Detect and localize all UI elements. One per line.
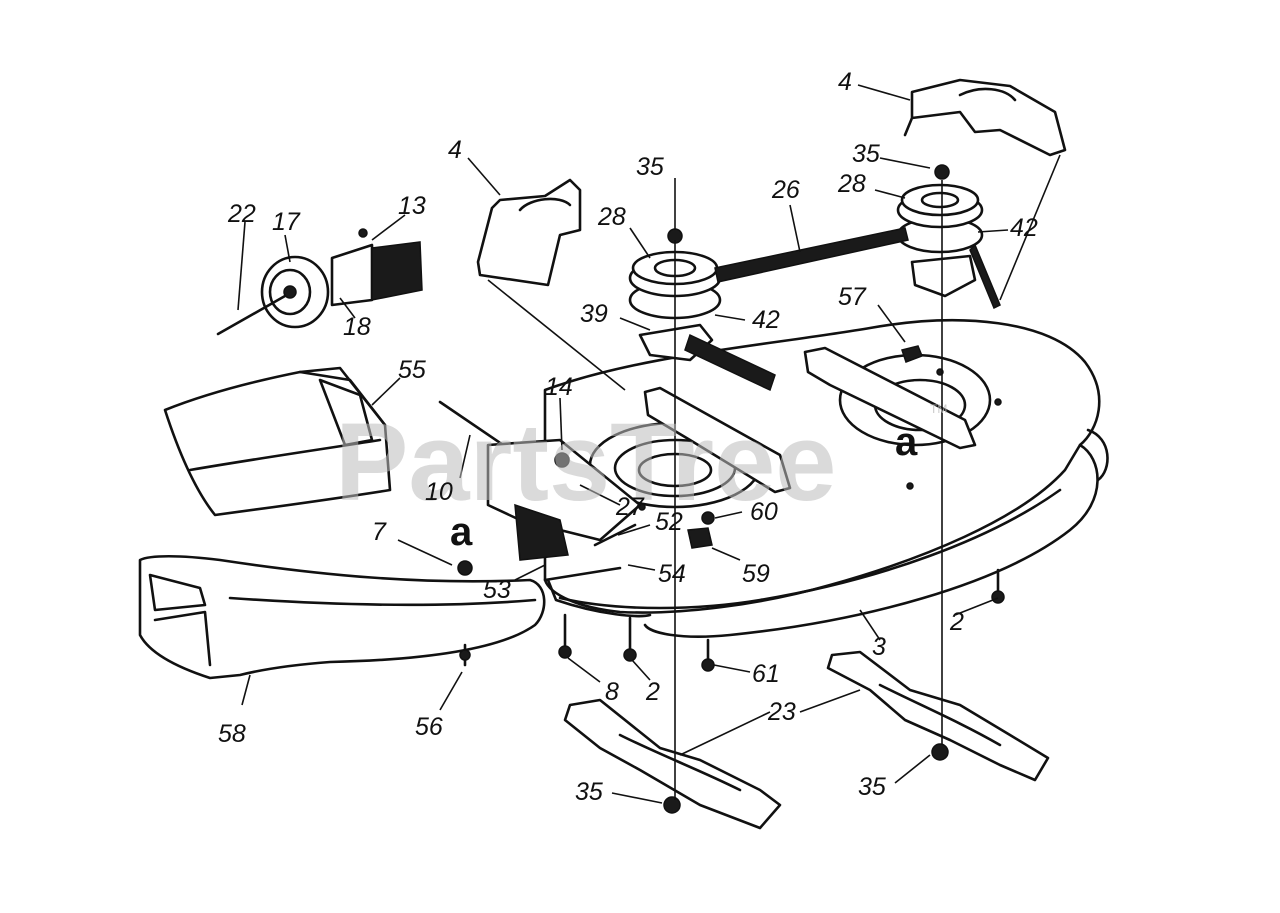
callout-35-left: 35 (636, 153, 664, 181)
callout-54: 54 (658, 560, 686, 588)
callout-26: 26 (771, 176, 800, 204)
callout-numbers: 4 4 35 35 26 28 28 42 42 22 17 13 18 39 … (218, 68, 1038, 806)
watermark-trademark: TM (930, 402, 947, 416)
callout-42-left: 42 (752, 306, 780, 334)
deck-housing (543, 319, 1109, 638)
callout-42-right: 42 (1010, 214, 1038, 242)
watermark-text: PartsTree (335, 401, 836, 524)
idler-pulley-assembly (216, 228, 423, 336)
section-marker-a-left: a (450, 510, 473, 554)
callout-57: 57 (838, 283, 867, 311)
drive-belt (684, 227, 1001, 392)
callout-4-right: 4 (838, 68, 852, 96)
section-markers: a a (450, 420, 918, 554)
callout-17: 17 (272, 208, 301, 236)
assembly-guide-lines (487, 154, 1061, 800)
watermark: PartsTree TM (335, 401, 947, 524)
callout-52: 52 (655, 508, 683, 536)
blades (563, 650, 1050, 830)
callout-2-center: 2 (645, 678, 660, 706)
callout-28-right: 28 (837, 170, 866, 198)
callout-14: 14 (545, 373, 573, 401)
pulley-right (896, 164, 984, 298)
callout-35-bottom-right: 35 (858, 773, 886, 801)
deck-bolts (459, 568, 1005, 672)
callout-58: 58 (218, 720, 246, 748)
callout-10: 10 (425, 478, 453, 506)
callout-7: 7 (372, 518, 387, 546)
callout-61: 61 (752, 660, 780, 688)
callout-56: 56 (415, 713, 443, 741)
callout-35-right: 35 (852, 140, 880, 168)
callout-59: 59 (742, 560, 770, 588)
callout-3: 3 (872, 633, 886, 661)
callout-35-bottom-left: 35 (575, 778, 603, 806)
callout-55: 55 (398, 356, 426, 384)
callout-4-left: 4 (448, 136, 462, 164)
callout-39: 39 (580, 300, 608, 328)
callout-13: 13 (398, 192, 426, 220)
callout-53: 53 (483, 576, 511, 604)
section-marker-a-right: a (895, 420, 918, 464)
callout-leaders (237, 84, 1009, 804)
discharge-chute (163, 366, 392, 517)
callout-8: 8 (605, 678, 619, 706)
callout-23: 23 (767, 698, 796, 726)
side-skirt (138, 554, 546, 680)
belt-guards (476, 78, 1067, 287)
callout-18: 18 (343, 313, 371, 341)
callout-60: 60 (750, 498, 778, 526)
callout-27: 27 (615, 493, 645, 521)
callout-28-left: 28 (597, 203, 626, 231)
front-hanger (438, 400, 715, 582)
callout-22: 22 (227, 200, 256, 228)
callout-2-right: 2 (949, 608, 964, 636)
